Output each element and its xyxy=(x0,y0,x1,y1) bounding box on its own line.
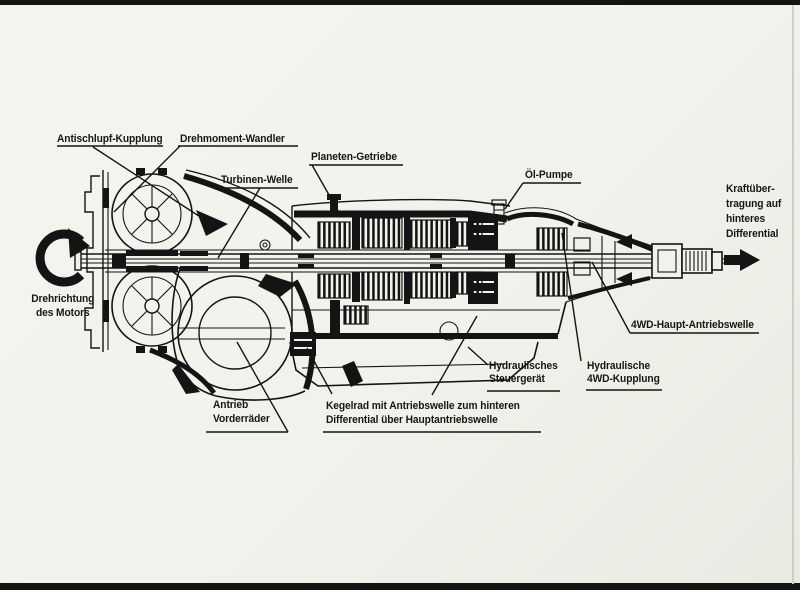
rotation-arrow-icon xyxy=(35,228,90,287)
label-turbinen-welle: Turbinen-Welle xyxy=(221,174,293,186)
turbine-shaft xyxy=(74,239,725,273)
hydraulic-4wd-clutch xyxy=(536,227,591,297)
lockup-clutch-wedge xyxy=(196,210,228,236)
pan-bolt xyxy=(342,361,363,387)
photo-bottom-edge xyxy=(0,583,800,590)
bevel-gear xyxy=(290,332,316,356)
front-differential xyxy=(171,265,369,401)
label-hydraulisches-steuergeraet: Hydraulisches Steuergerät xyxy=(489,360,558,385)
label-kegelrad-antriebswelle: Kegelrad mit Antriebswelle zum hinteren … xyxy=(326,400,520,426)
label-kraftuebertragung: Kraftüber- tragung auf hinteres Differen… xyxy=(726,183,782,240)
label-drehmoment-wandler: Drehmoment-Wandler xyxy=(180,133,285,145)
planetary-gear-packs xyxy=(317,214,483,304)
power-flow-arrow xyxy=(724,249,760,271)
label-planeten-getriebe: Planeten-Getriebe xyxy=(311,151,397,163)
flexplate xyxy=(84,170,109,352)
label-antischlupf-kupplung: Antischlupf-Kupplung xyxy=(57,133,163,145)
tail-housing xyxy=(557,218,659,335)
label-oel-pumpe: Öl-Pumpe xyxy=(525,169,573,181)
seal-ring xyxy=(259,239,271,251)
case-bolt xyxy=(330,198,338,216)
label-4wd-haupt-antriebswelle: 4WD-Haupt-Antriebswelle xyxy=(631,319,754,331)
label-hydraulische-4wd-kupplung: Hydraulische 4WD-Kupplung xyxy=(587,360,660,385)
output-shaft xyxy=(651,243,723,279)
label-drehrichtung-motor: Drehrichtung des Motors xyxy=(31,293,95,319)
photo-right-edge xyxy=(792,5,794,584)
hydraulic-control-pan xyxy=(289,321,539,387)
label-antrieb-vorderraeder: Antrieb Vorderräder xyxy=(213,399,270,425)
photo-top-edge xyxy=(0,0,800,5)
annotation-lines xyxy=(57,145,759,433)
